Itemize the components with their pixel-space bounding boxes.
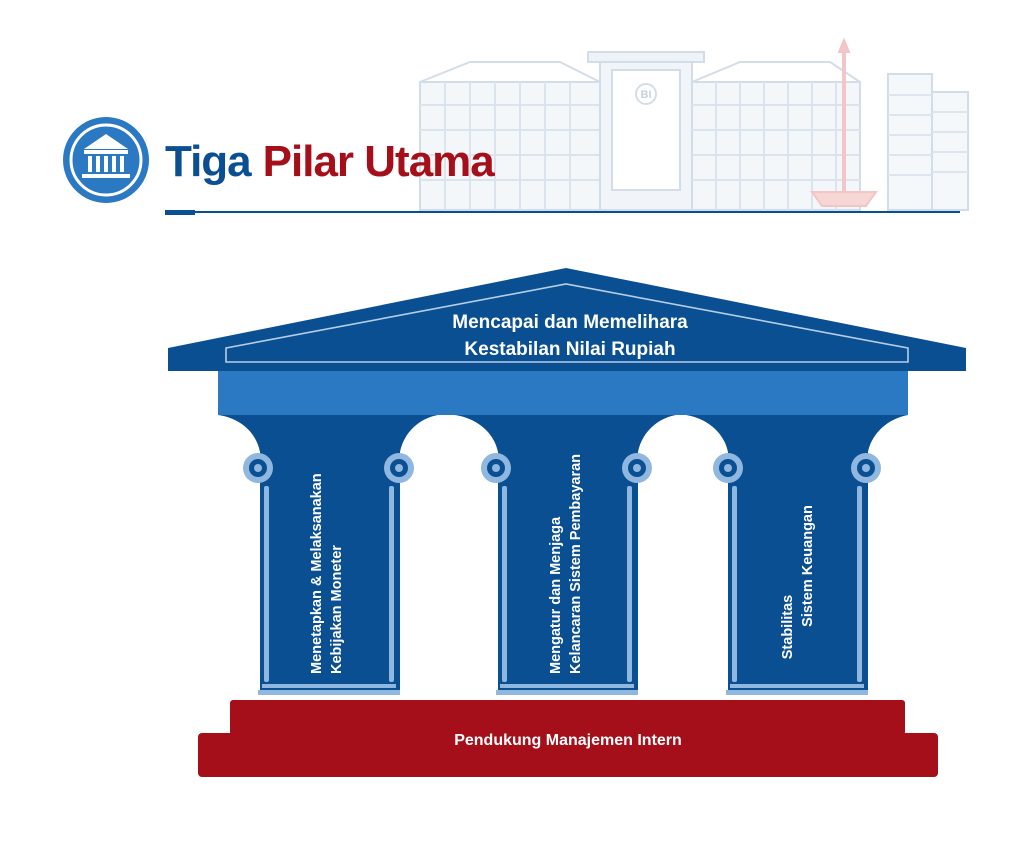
pillar-2-text-line2: Kelancaran Sistem Pembayaran <box>568 454 584 674</box>
roof-text-line2: Kestabilan Nilai Rupiah <box>464 339 675 360</box>
pillar-1-text-line2: Kebijakan Moneter <box>329 545 345 674</box>
pillar-financial-stability <box>686 415 908 695</box>
title-underline-accent <box>165 210 195 215</box>
pillar-monetary-policy <box>218 415 438 695</box>
pillar-3-text-line1: Stabilitas <box>780 595 796 659</box>
base-text: Pendukung Manajemen Intern <box>454 732 682 749</box>
building-skyline-illustration <box>419 37 969 211</box>
roof-beam <box>218 371 908 415</box>
pillar-2-text-line1: Mengatur dan Menjaga <box>548 516 564 674</box>
title-part-2: Pilar Utama <box>263 137 496 186</box>
pillar-3-text-line2: Sistem Keuangan <box>800 505 816 627</box>
roof-pediment <box>168 268 966 371</box>
foundation-base <box>198 700 938 777</box>
title-part-1: Tiga <box>165 137 252 186</box>
bank-building-icon <box>63 117 149 203</box>
bi-emblem-text: BI <box>641 89 652 101</box>
pillar-payment-system <box>455 415 676 695</box>
pillar-1-text-line1: Menetapkan & Melaksanakan <box>309 473 325 674</box>
title-underline <box>195 211 960 213</box>
roof-text-line1: Mencapai dan Memelihara <box>452 312 688 333</box>
